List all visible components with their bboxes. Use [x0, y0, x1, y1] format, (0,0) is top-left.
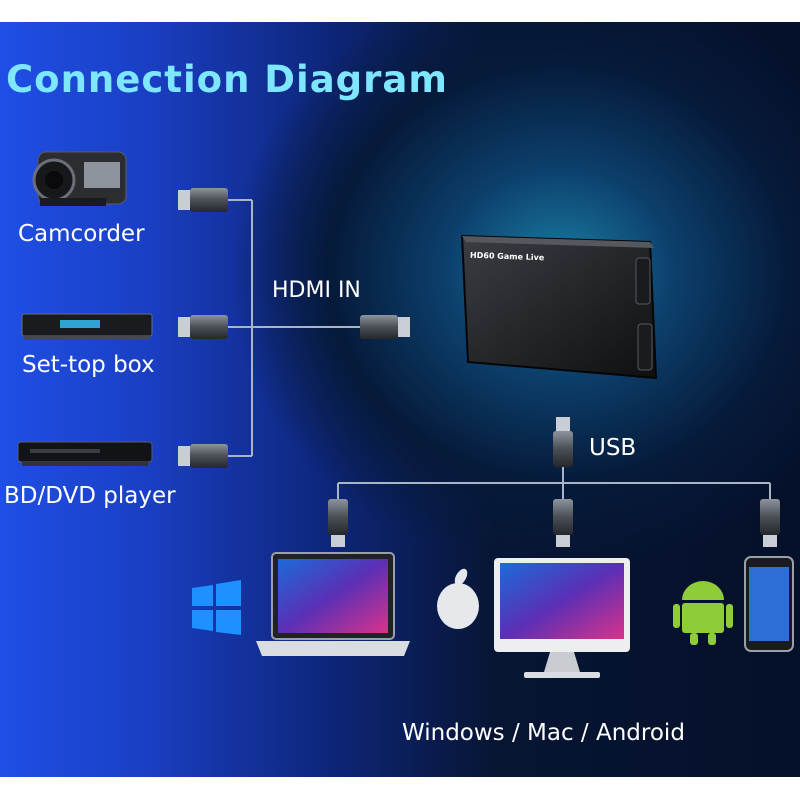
hdmi-bus [228, 199, 360, 457]
imac-icon [494, 558, 630, 678]
usb-plug-device [553, 417, 573, 467]
source-label-set-top-box: Set-top box [22, 352, 155, 378]
source-label-dvd-player: BD/DVD player [4, 483, 176, 509]
targets-label: Windows / Mac / Android [402, 720, 685, 746]
hdmi-plug-1 [178, 188, 228, 212]
usb-plug-imac [553, 499, 573, 547]
connection-graphics [17, 151, 794, 678]
usb-label: USB [589, 435, 637, 461]
laptop-icon [256, 552, 410, 656]
diagram-title: Connection Diagram [6, 58, 448, 101]
smartphone-icon [744, 556, 794, 652]
usb-plug-phone [760, 499, 780, 547]
usb-plug-laptop [328, 499, 348, 547]
windows-icon [192, 580, 241, 635]
capture-device [460, 234, 658, 380]
hdmi-plug-device [360, 315, 410, 339]
diagram-canvas: Connection Diagram [0, 22, 800, 777]
android-icon [673, 581, 733, 645]
camcorder-icon [32, 151, 127, 206]
hdmi-in-label: HDMI IN [272, 278, 361, 303]
apple-icon [437, 568, 479, 629]
source-label-camcorder: Camcorder [18, 221, 145, 247]
dvd-player-icon [17, 441, 153, 466]
usb-bus [337, 467, 771, 499]
set-top-box-icon [21, 313, 153, 340]
hdmi-plug-2 [178, 315, 228, 339]
hdmi-plug-3 [178, 444, 228, 468]
